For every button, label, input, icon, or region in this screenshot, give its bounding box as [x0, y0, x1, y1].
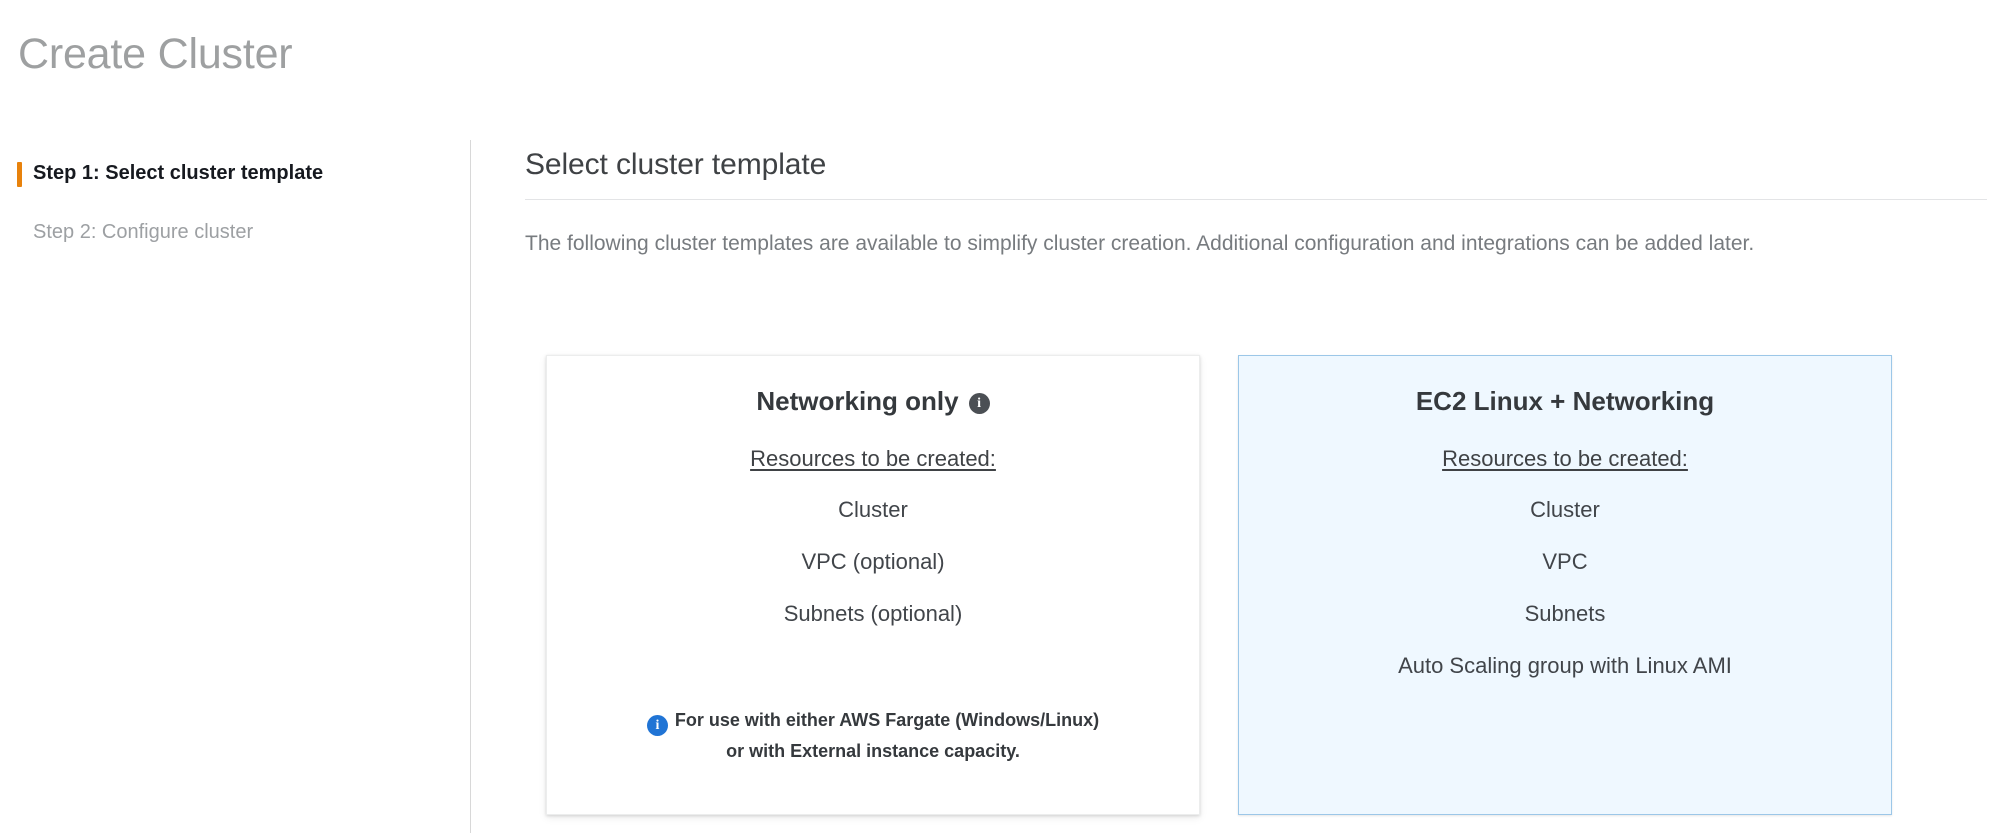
card-title: Networking only [756, 386, 959, 416]
cluster-template-card-list: Networking only i Resources to be create… [546, 355, 1892, 815]
main-content: Select cluster template The following cl… [525, 145, 1987, 263]
wizard-step-2-label: Step 2: Configure cluster [33, 221, 254, 243]
wizard-step-1-label: Step 1: Select cluster template [33, 162, 324, 184]
resource-item: Cluster [1530, 497, 1600, 522]
resource-item: VPC (optional) [801, 549, 945, 574]
cluster-template-card-ec2-linux-networking[interactable]: EC2 Linux + Networking Resources to be c… [1238, 355, 1892, 815]
wizard-step-select-cluster-template[interactable]: Step 1: Select cluster template [0, 160, 470, 187]
resource-item: Subnets (optional) [783, 601, 963, 626]
card-title-row: Networking only i [756, 384, 990, 419]
info-icon[interactable]: i [968, 393, 990, 414]
info-circle-icon: i [646, 715, 668, 736]
card-title: EC2 Linux + Networking [1415, 386, 1715, 416]
section-divider [525, 199, 1987, 200]
resource-item: Cluster [838, 497, 908, 522]
card-note: i For use with either AWS Fargate (Window… [646, 705, 1100, 767]
sidebar-divider [470, 140, 471, 833]
card-title-row: EC2 Linux + Networking [1416, 384, 1714, 419]
resource-item: Auto Scaling group with Linux AMI [1398, 653, 1732, 678]
resources-label: Resources to be created: [750, 446, 996, 471]
wizard-steps-sidebar: Step 1: Select cluster template Step 2: … [0, 145, 470, 833]
resources-label: Resources to be created: [1442, 446, 1688, 471]
card-note-line-1: For use with either AWS Fargate (Windows… [674, 709, 1100, 730]
cluster-template-card-networking-only[interactable]: Networking only i Resources to be create… [546, 355, 1200, 815]
resource-item: VPC [1542, 549, 1588, 574]
wizard-step-configure-cluster[interactable]: Step 2: Configure cluster [0, 219, 470, 245]
section-title: Select cluster template [525, 148, 827, 181]
resource-item: Subnets [1524, 601, 1606, 626]
page-title: Create Cluster [18, 30, 293, 78]
active-step-marker [17, 162, 22, 187]
section-description: The following cluster templates are avai… [525, 232, 1755, 255]
card-note-line-2: or with External instance capacity. [726, 741, 1020, 761]
